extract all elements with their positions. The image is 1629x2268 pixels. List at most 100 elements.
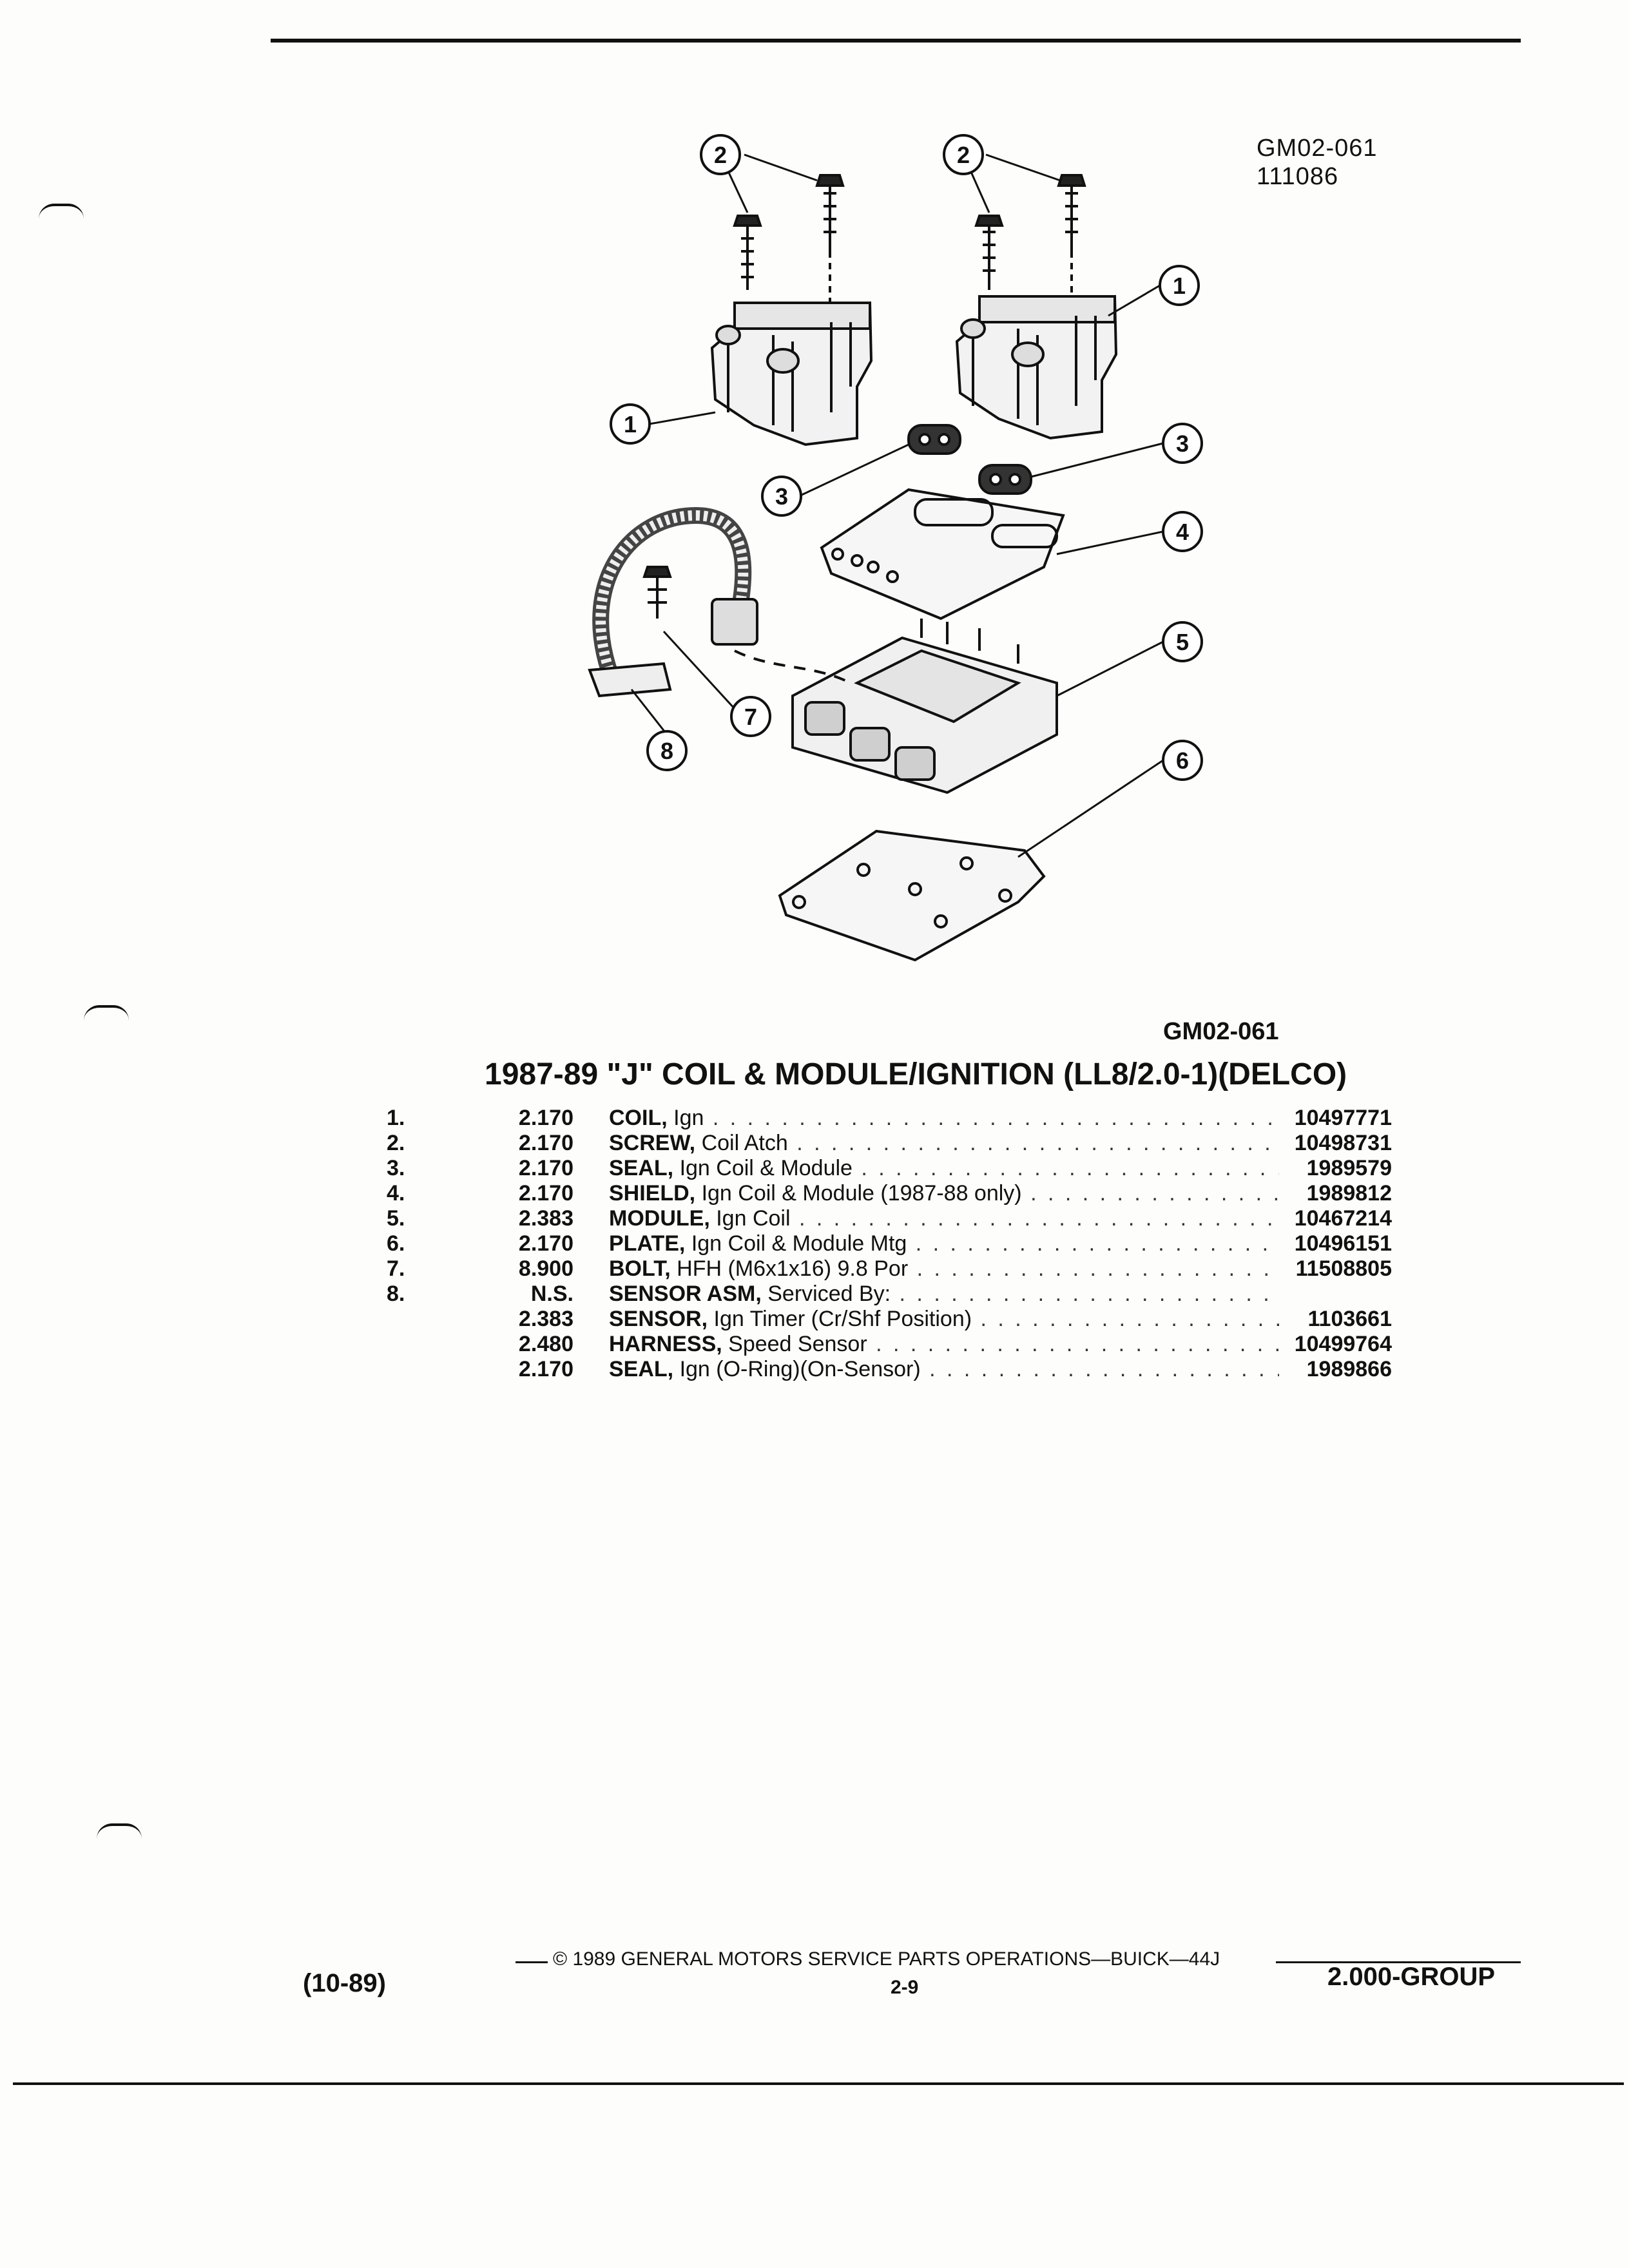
ignition-coil-left <box>710 301 873 447</box>
coil-screws <box>733 174 1086 303</box>
parts-row: 2.480 HARNESS, Speed Sensor . . . . . . .… <box>387 1332 1392 1357</box>
callout-3-right: 3 <box>1162 423 1203 464</box>
group-number: 2.170 <box>518 1181 574 1206</box>
top-rule <box>271 39 1521 43</box>
part-description: BOLT, HFH (M6x1x16) 9.8 Por . . . . . . … <box>609 1256 1279 1282</box>
part-name: SCREW, <box>609 1131 696 1155</box>
part-detail: Serviced By: <box>761 1282 891 1306</box>
footer-rule-right <box>1276 1961 1521 1963</box>
group-number: 2.170 <box>518 1156 574 1180</box>
callout-7: 7 <box>730 696 771 737</box>
ignition-module <box>791 619 1058 794</box>
callout-label: 8 <box>660 738 673 764</box>
parts-row: 4. 2.170 SHIELD, Ign Coil & Module (1987-8… <box>387 1181 1392 1206</box>
item-number: 7. <box>387 1256 405 1281</box>
margin-mark <box>97 1823 142 1839</box>
part-detail: Ign Coil & Module (1987-88 only) <box>695 1181 1022 1206</box>
bottom-rule <box>13 2082 1624 2085</box>
item-number: 4. <box>387 1181 405 1206</box>
part-number: 11508805 <box>1295 1256 1392 1281</box>
sensor-harness <box>588 506 851 698</box>
parts-row: 2.170 SEAL, Ign (O-Ring)(On-Sensor) . . .… <box>387 1357 1392 1382</box>
part-description: MODULE, Ign Coil . . . . . . . . . . . .… <box>609 1206 1279 1231</box>
dot-leader: . . . . . . . . . . . . . . . . . . . . … <box>796 1131 1279 1155</box>
callout-label: 6 <box>1176 747 1189 774</box>
callout-label: 1 <box>1173 273 1186 299</box>
part-name: PLATE, <box>609 1231 686 1256</box>
dot-leader: . . . . . . . . . . . . . . . . . . . . … <box>980 1307 1280 1331</box>
figure-caption-code: GM02-061 <box>1163 1018 1279 1045</box>
callout-1-right: 1 <box>1159 265 1200 306</box>
part-number: 10496151 <box>1294 1231 1392 1256</box>
part-description: PLATE, Ign Coil & Module Mtg . . . . . .… <box>609 1231 1279 1256</box>
part-number: 1989812 <box>1306 1181 1392 1206</box>
part-number: 10467214 <box>1294 1206 1392 1231</box>
callout-label: 3 <box>1176 430 1189 457</box>
callout-4: 4 <box>1162 511 1203 552</box>
part-number: 10497771 <box>1294 1106 1392 1130</box>
part-detail: HFH (M6x1x16) 9.8 Por <box>670 1256 909 1281</box>
footer-page-number: 2-9 <box>891 1977 919 1998</box>
footer-group: 2.000-GROUP <box>1327 1963 1496 1991</box>
dot-leader: . . . . . . . . . . . . . . . . . . . . … <box>916 1256 1279 1281</box>
group-number: 8.900 <box>518 1256 574 1281</box>
part-number: 1989579 <box>1306 1156 1392 1180</box>
part-description: SCREW, Coil Atch . . . . . . . . . . . .… <box>609 1131 1279 1156</box>
item-number: 1. <box>387 1106 405 1130</box>
part-name: COIL, <box>609 1106 668 1130</box>
part-detail: Coil Atch <box>695 1131 788 1155</box>
part-description: SEAL, Ign Coil & Module . . . . . . . . … <box>609 1156 1279 1181</box>
margin-mark <box>39 204 84 219</box>
margin-mark <box>84 1005 129 1021</box>
footer-rule-left <box>516 1961 548 1963</box>
callout-6: 6 <box>1162 740 1203 781</box>
callout-2-left: 2 <box>700 134 741 175</box>
part-detail: Ign Timer (Cr/Shf Position) <box>708 1307 972 1331</box>
part-detail: Ign Coil & Module Mtg <box>685 1231 907 1256</box>
part-description: SENSOR, Ign Timer (Cr/Shf Position) . . … <box>609 1307 1279 1332</box>
dot-leader: . . . . . . . . . . . . . . . . . . . . … <box>712 1106 1279 1130</box>
part-detail: Speed Sensor <box>722 1332 867 1356</box>
part-name: BOLT, <box>609 1256 671 1281</box>
part-name: SHIELD, <box>609 1181 696 1206</box>
group-number: 2.383 <box>518 1307 574 1331</box>
part-number: 10499764 <box>1294 1332 1392 1356</box>
dot-leader: . . . . . . . . . . . . . . . . . . . . … <box>861 1156 1279 1180</box>
parts-row: 8.N.S.SENSOR ASM, Serviced By: . . . . .… <box>387 1282 1392 1307</box>
part-detail: Ign (O-Ring)(On-Sensor) <box>673 1357 921 1381</box>
dot-leader: . . . . . . . . . . . . . . . . . . . . … <box>876 1332 1279 1356</box>
group-number: 2.170 <box>518 1357 574 1381</box>
callout-label: 1 <box>624 411 637 437</box>
part-description: HARNESS, Speed Sensor . . . . . . . . . … <box>609 1332 1279 1357</box>
part-number: 1103661 <box>1307 1307 1393 1331</box>
item-number: 5. <box>387 1206 405 1231</box>
group-number: 2.170 <box>518 1231 574 1256</box>
callout-markers: 2 2 1 1 3 3 4 5 6 7 8 <box>610 134 1203 781</box>
dot-leader: . . . . . . . . . . . . . . . . . . . . … <box>798 1206 1279 1231</box>
callout-label: 7 <box>744 704 757 730</box>
callout-label: 2 <box>957 142 970 168</box>
ignition-coil-right <box>955 294 1118 440</box>
dot-leader: . . . . . . . . . . . . . . . . . . . . … <box>1030 1181 1279 1206</box>
mounting-plate <box>778 829 1046 962</box>
callout-label: 5 <box>1176 629 1189 655</box>
part-detail: Ign Coil <box>709 1206 791 1231</box>
part-detail: Ign Coil & Module <box>673 1156 853 1180</box>
callout-1-left: 1 <box>610 403 651 445</box>
part-description: SEAL, Ign (O-Ring)(On-Sensor) . . . . . … <box>609 1357 1279 1382</box>
group-number: 2.480 <box>518 1332 574 1356</box>
part-name: HARNESS, <box>609 1332 722 1356</box>
dot-leader: . . . . . . . . . . . . . . . . . . . . … <box>915 1231 1279 1256</box>
callout-label: 2 <box>714 142 727 168</box>
callout-label: 3 <box>775 483 788 510</box>
part-name: SENSOR, <box>609 1307 708 1331</box>
exploded-parts-diagram: 2 2 1 1 3 3 4 5 6 7 8 <box>588 134 1203 962</box>
section-title: 1987-89 "J" COIL & MODULE/IGNITION (LL8/… <box>485 1057 1347 1091</box>
part-number: 1989866 <box>1306 1357 1392 1381</box>
part-name: SENSOR ASM, <box>609 1282 762 1306</box>
part-detail: Ign <box>667 1106 704 1130</box>
footer-date: (10-89) <box>303 1969 386 1997</box>
